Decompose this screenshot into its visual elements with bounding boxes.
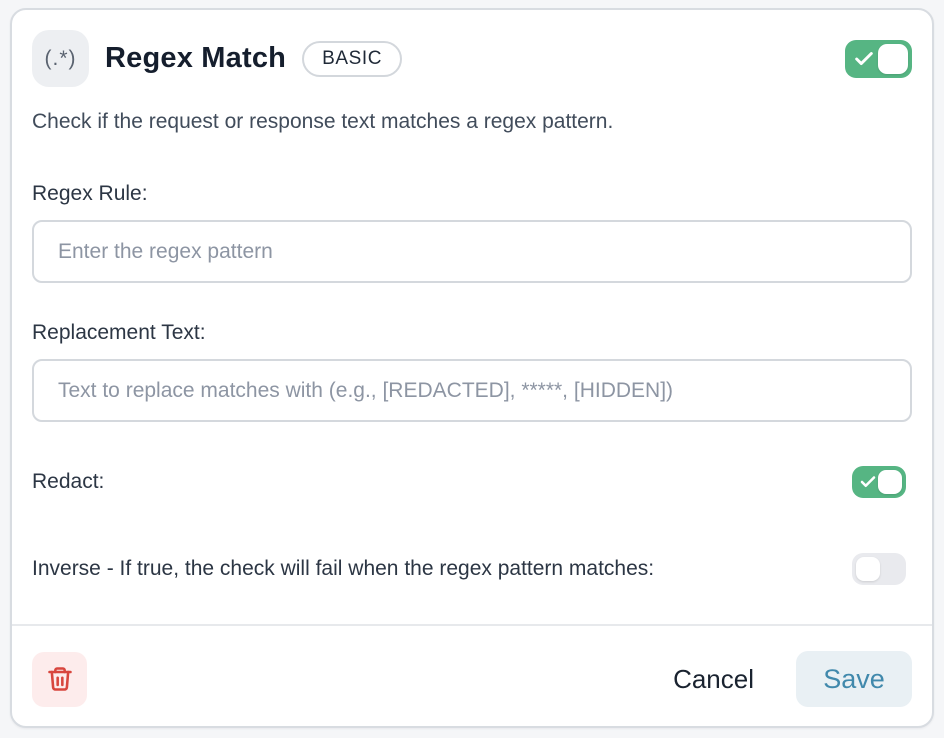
regex-icon-glyph: (.*)	[44, 46, 77, 70]
redact-label: Redact:	[32, 470, 105, 493]
trash-icon	[47, 667, 72, 691]
replacement-text-input[interactable]	[32, 359, 912, 422]
cancel-button[interactable]: Cancel	[651, 664, 776, 695]
save-button[interactable]: Save	[796, 651, 912, 707]
toggle-knob	[878, 470, 902, 494]
inverse-row: Inverse - If true, the check will fail w…	[32, 553, 912, 585]
check-icon	[860, 476, 876, 488]
redact-toggle[interactable]	[852, 466, 906, 498]
regex-match-card: (.*) Regex Match BASIC Check if the requ…	[10, 8, 934, 728]
card-header: (.*) Regex Match BASIC	[32, 30, 912, 87]
inverse-toggle[interactable]	[852, 553, 906, 585]
enabled-toggle[interactable]	[845, 39, 912, 78]
replacement-text-label: Replacement Text:	[32, 321, 206, 344]
toggle-knob	[878, 43, 908, 74]
card-footer: Cancel Save	[12, 624, 932, 726]
regex-rule-input[interactable]	[32, 220, 912, 283]
regex-rule-label: Regex Rule:	[32, 182, 148, 205]
delete-button[interactable]	[32, 651, 87, 707]
regex-icon: (.*)	[32, 30, 89, 87]
toggle-knob	[856, 557, 880, 581]
check-icon	[855, 51, 873, 65]
card-description: Check if the request or response text ma…	[32, 110, 614, 133]
basic-badge: BASIC	[302, 40, 403, 77]
redact-row: Redact:	[32, 466, 912, 498]
card-title: Regex Match	[105, 42, 287, 74]
inverse-label: Inverse - If true, the check will fail w…	[32, 557, 655, 580]
